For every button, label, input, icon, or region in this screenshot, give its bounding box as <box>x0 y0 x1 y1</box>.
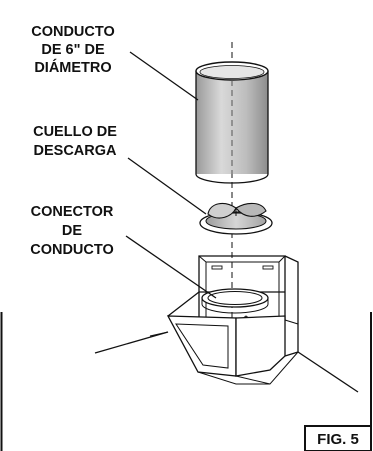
label-collar: CUELLO DE DESCARGA <box>33 124 117 159</box>
discharge-collar <box>199 202 273 235</box>
label-collar-line-2: DESCARGA <box>34 143 118 159</box>
label-connector: CONECTOR DE CONDUCTO <box>30 204 114 258</box>
label-duct-line-3: DIÁMETRO <box>34 59 111 76</box>
label-collar-line-1: CUELLO DE <box>33 124 117 140</box>
figure-label: FIG. 5 <box>317 431 359 448</box>
leader-collar <box>127 157 207 215</box>
duct-cylinder <box>195 61 269 184</box>
label-connector-line-1: CONECTOR <box>31 204 114 220</box>
label-connector-line-3: CONDUCTO <box>30 242 114 258</box>
label-duct-line-1: CONDUCTO <box>31 24 115 40</box>
label-duct: CONDUCTO DE 6" DE DIÁMETRO <box>31 24 115 76</box>
hood-body <box>94 255 359 393</box>
label-connector-line-2: DE <box>62 223 82 239</box>
leader-duct <box>129 51 199 101</box>
label-duct-line-2: DE 6" DE <box>41 42 105 58</box>
leader-connector <box>125 235 217 299</box>
figure-label-box: FIG. 5 <box>304 425 372 451</box>
duct-connector-ring <box>201 288 269 314</box>
